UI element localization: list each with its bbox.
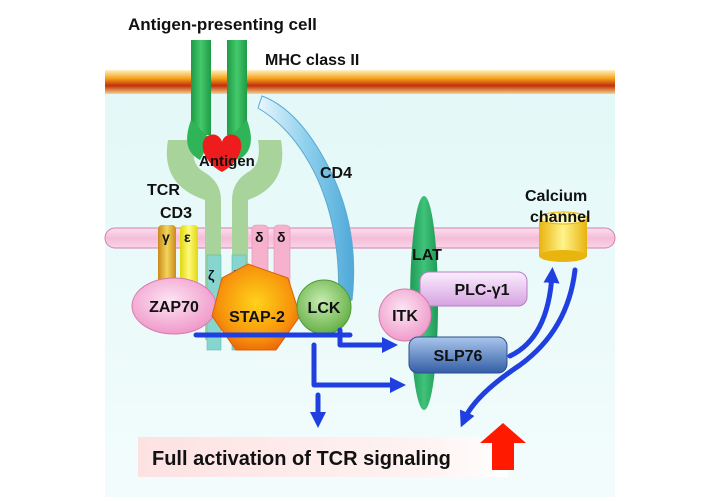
- mhc-label: MHC class II: [265, 52, 359, 69]
- antigen-shape: [202, 134, 242, 172]
- zeta-label-1: ζ: [208, 267, 215, 283]
- apc-label: Antigen-presenting cell: [128, 15, 317, 34]
- arrow-lck-to-slp76: [311, 342, 407, 394]
- lck-label: LCK: [308, 300, 341, 317]
- arrow-calcium-to-activation: [459, 267, 578, 428]
- apc-membrane: [105, 70, 615, 94]
- zap70-label: ZAP70: [149, 299, 199, 316]
- plc-gamma1-label: PLC-γ1: [454, 282, 509, 299]
- gamma-label: γ: [162, 229, 170, 245]
- plc-gamma1-node: [419, 271, 528, 307]
- slp76-label: SLP76: [434, 348, 483, 365]
- lat-label: LAT: [412, 247, 442, 264]
- epsilon-label: ε: [184, 229, 191, 245]
- itk-node: [378, 288, 432, 342]
- tcr-label: TCR: [147, 182, 180, 199]
- delta-label-2: δ: [277, 229, 286, 245]
- calcium-channel: [538, 211, 588, 262]
- up-arrow-icon: [480, 423, 526, 470]
- itk-label: ITK: [392, 308, 418, 325]
- arrow-plc-to-calcium: [507, 267, 560, 359]
- stap2-label: STAP-2: [229, 309, 285, 326]
- slp76-node: [408, 336, 508, 374]
- cd3-label: CD3: [160, 205, 192, 222]
- calcium-label-line1: Calcium: [525, 188, 587, 205]
- antigen-label: Antigen: [199, 153, 255, 170]
- calcium-label-line2: channel: [530, 209, 590, 226]
- stap2-node: [211, 263, 301, 351]
- cd4-label: CD4: [320, 165, 352, 182]
- activation-banner: [138, 437, 508, 477]
- activation-label: Full activation of TCR signaling: [152, 448, 451, 470]
- delta-label-1: δ: [255, 229, 264, 245]
- arrow-lck-to-itk: [337, 327, 399, 354]
